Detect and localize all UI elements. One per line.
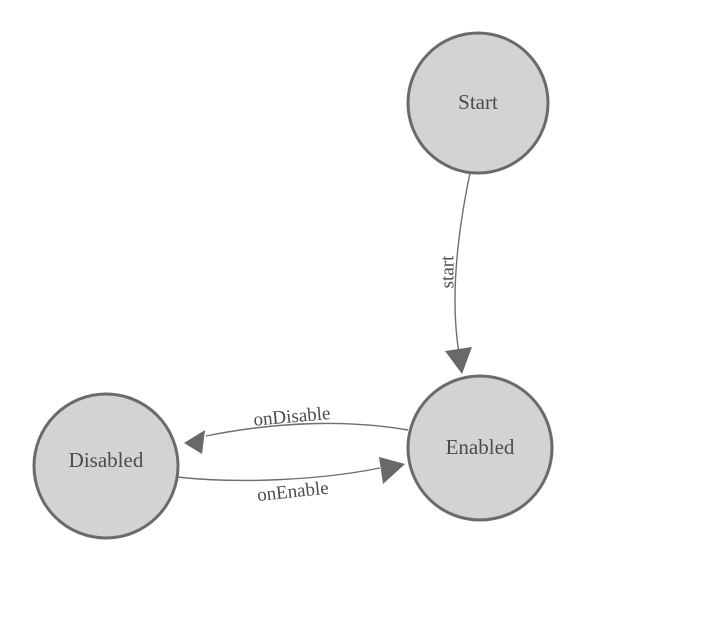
node-enabled-label: Enabled — [446, 435, 515, 459]
node-disabled: Disabled — [32, 392, 180, 540]
edge-label-ondisable: onDisable — [253, 403, 332, 431]
node-start: Start — [406, 31, 550, 175]
node-disabled-circle — [32, 392, 180, 540]
node-enabled: Enabled — [406, 374, 554, 522]
edge-label-onenable: onEnable — [256, 478, 330, 506]
arrowhead-into-enabled-top-icon — [445, 347, 472, 374]
edge-start-to-enabled: start — [437, 172, 472, 374]
edge-line-start — [454, 172, 471, 354]
edge-line-ondisable — [205, 422, 409, 437]
node-disabled-label: Disabled — [69, 448, 144, 472]
node-enabled-circle — [406, 374, 554, 522]
edge-line-onenable — [176, 467, 381, 482]
arrowhead-into-enabled-left-icon — [379, 457, 405, 484]
node-start-circle — [406, 31, 550, 175]
node-start-label: Start — [458, 90, 498, 114]
arrowhead-into-disabled-icon — [184, 430, 205, 454]
edge-label-start: start — [437, 255, 458, 288]
edge-enabled-to-disabled: onDisable — [184, 403, 409, 454]
edge-disabled-to-enabled: onEnable — [176, 457, 405, 506]
